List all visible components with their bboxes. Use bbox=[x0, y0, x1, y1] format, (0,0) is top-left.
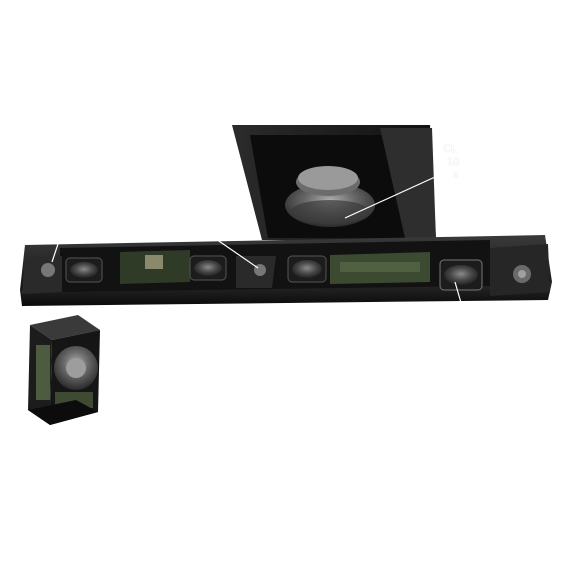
callout-line-1: CL bbox=[443, 143, 458, 155]
callout-lines bbox=[51, 171, 467, 321]
tweeter-icon bbox=[22, 244, 550, 296]
speaker-driver-icon bbox=[65, 255, 483, 291]
soundbar-icon bbox=[20, 235, 552, 306]
subwoofer-cube-icon bbox=[28, 315, 100, 425]
callout-label-subwoofer: CL 10 s bbox=[443, 143, 459, 182]
callout-line-2: 10 bbox=[447, 156, 460, 168]
subwoofer-icon bbox=[232, 125, 436, 240]
callout-line-3: s bbox=[453, 169, 459, 181]
